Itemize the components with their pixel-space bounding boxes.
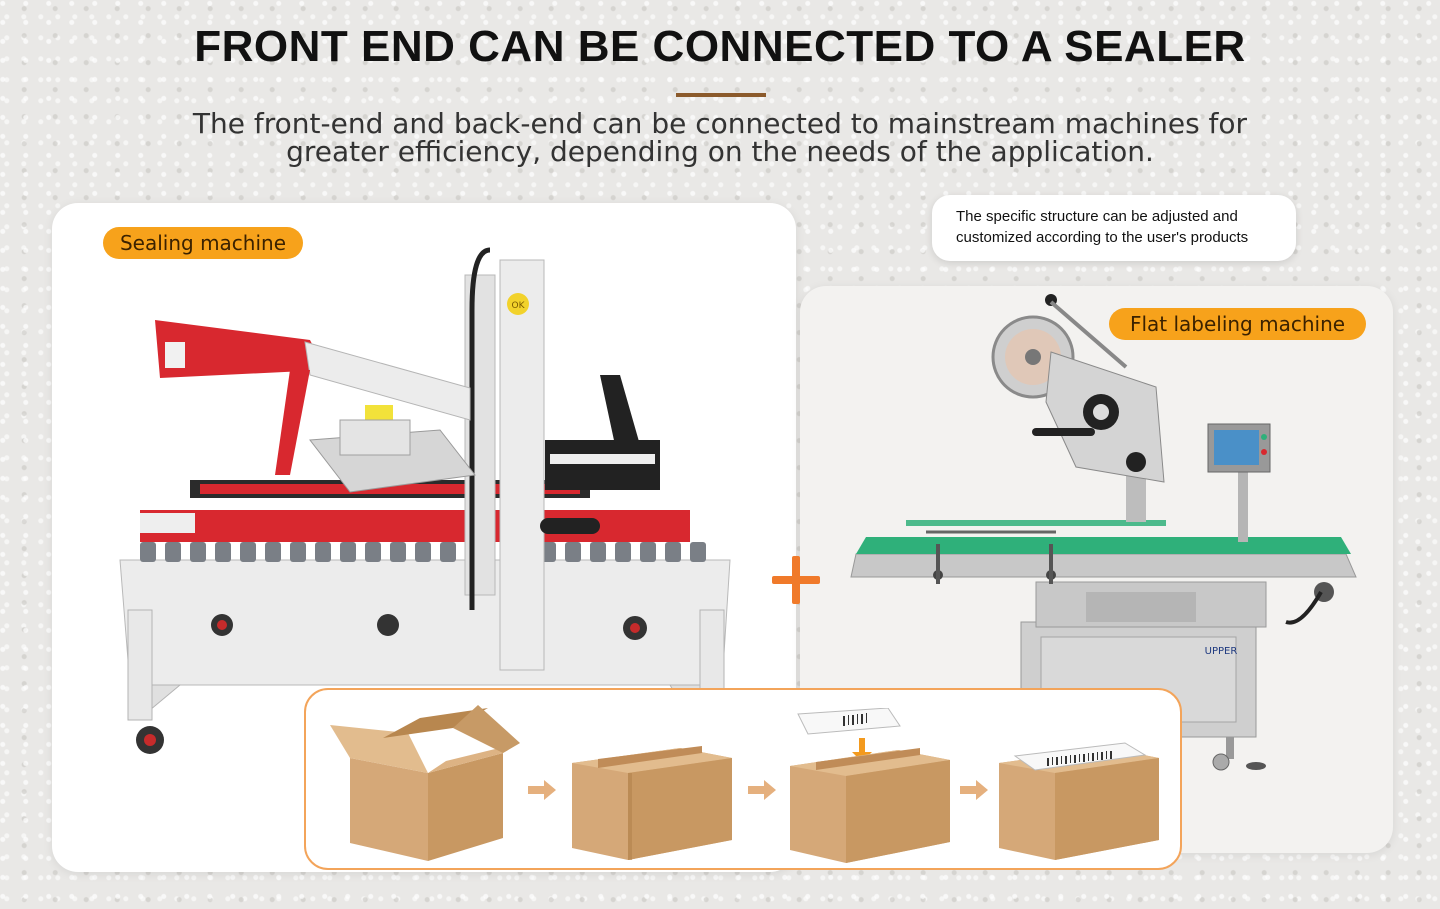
subtitle-line-1: The front-end and back-end can be connec… [192,107,1248,140]
plus-icon [772,556,820,604]
customization-note: The specific structure can be adjusted a… [932,195,1296,261]
arrow-right-icon [528,780,556,800]
labeled-box-icon [999,742,1159,860]
arrow-right-icon [960,780,988,800]
page-subtitle: The front-end and back-end can be connec… [120,110,1320,166]
arrow-right-icon [748,780,776,800]
sealing-machine-label: Sealing machine [103,227,303,259]
sealing-machine-illustration: OK [119,247,731,754]
note-line-1: The specific structure can be adjusted a… [956,208,1238,225]
open-box-icon [330,705,520,861]
subtitle-line-2: greater efficiency, depending on the nee… [286,135,1154,168]
box-with-label-icon [790,708,950,863]
note-line-2: customized according to the user's produ… [956,229,1249,246]
title-divider [676,93,766,97]
page-title: FRONT END CAN BE CONNECTED TO A SEALER [194,22,1246,71]
closed-box-icon [572,746,732,860]
brand-logo: UPPER [1205,646,1238,657]
labeling-machine-label: Flat labeling machine [1109,308,1366,340]
ok-badge: OK [512,301,526,311]
